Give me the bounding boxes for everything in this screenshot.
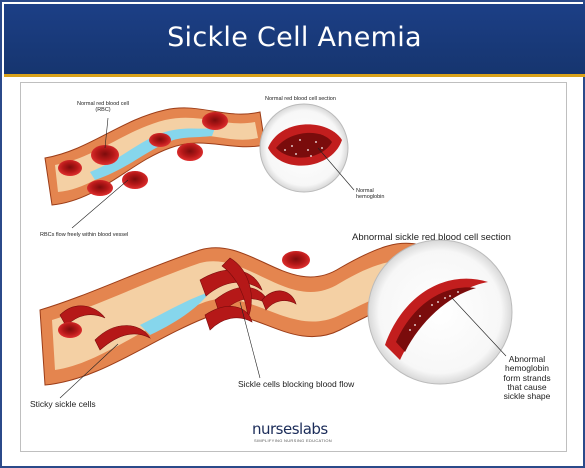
logo-tagline: SIMPLIFYING NURSING EDUCATION bbox=[254, 438, 332, 443]
label-sticky-sickle-cells: Sticky sickle cells bbox=[30, 400, 96, 409]
label-normal-hemoglobin: Normal hemoglobin bbox=[356, 188, 384, 200]
sickle-cell-section-view bbox=[368, 240, 512, 384]
red-blood-cell bbox=[149, 133, 171, 147]
red-blood-cell bbox=[177, 143, 203, 161]
label-normal-rbc: Normal red blood cell (RBC) bbox=[68, 101, 138, 113]
brand-logo: nurseslabs SIMPLIFYING NURSING EDUCATION bbox=[252, 420, 334, 448]
label-abnormal-hemoglobin: Abnormal hemoglobin form strands that ca… bbox=[492, 355, 562, 402]
label-rbc-flow: RBCs flow freely within blood vessel bbox=[40, 232, 128, 238]
label-abnormal-section: Abnormal sickle red blood cell section bbox=[352, 233, 511, 243]
red-blood-cell bbox=[87, 180, 113, 196]
label-normal-section: Normal red blood cell section bbox=[265, 96, 336, 102]
logo-wordmark: nurseslabs bbox=[252, 420, 328, 438]
red-blood-cell bbox=[282, 251, 310, 269]
normal-cell-section-view bbox=[260, 104, 354, 192]
red-blood-cell bbox=[202, 112, 228, 130]
red-blood-cell bbox=[122, 171, 148, 189]
normal-blood-vessel bbox=[45, 108, 265, 205]
red-blood-cell bbox=[58, 322, 82, 338]
label-sickle-blocking: Sickle cells blocking blood flow bbox=[238, 380, 354, 389]
red-blood-cell bbox=[58, 160, 82, 176]
